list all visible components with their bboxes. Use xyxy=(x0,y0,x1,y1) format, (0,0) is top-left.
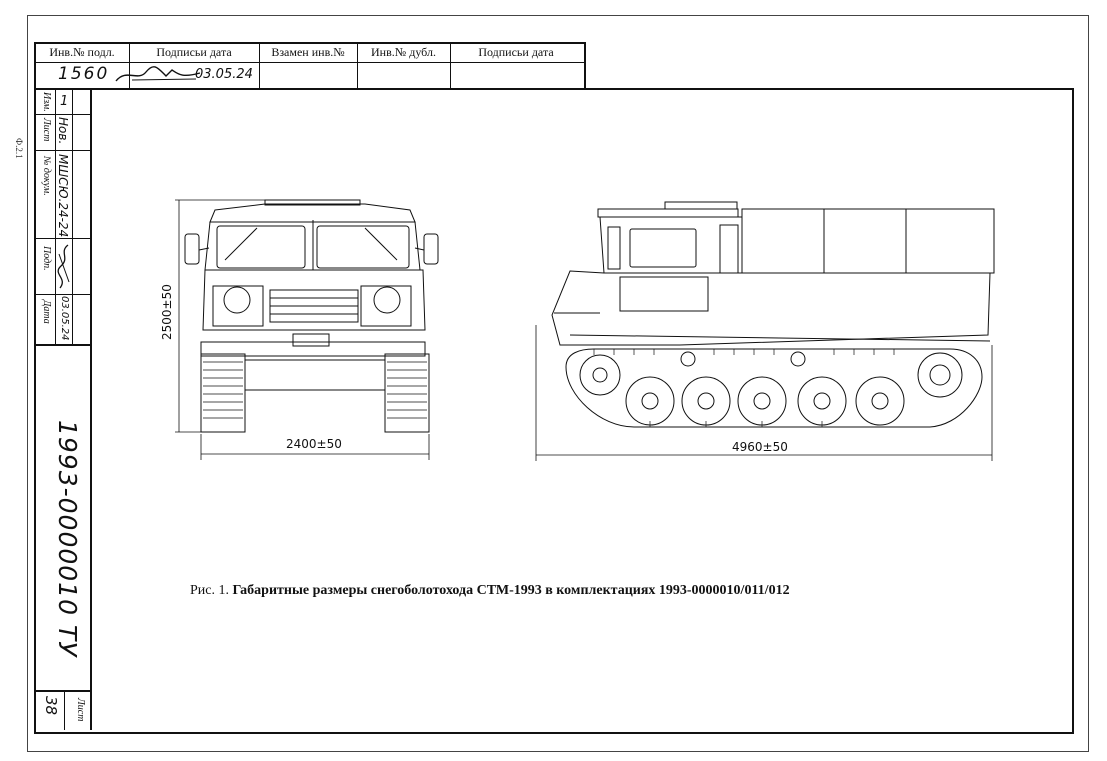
top-stamp-table xyxy=(34,42,586,90)
sheet-number: 38 xyxy=(42,696,60,716)
length-dimension-label: 4960±50 xyxy=(732,440,788,454)
stamp-data-value: 03.05.24 xyxy=(59,296,70,341)
header-podpis-data-1: Подписьи дата xyxy=(156,45,232,59)
figure-caption: Рис. 1. Габаритные размеры снегоболотохо… xyxy=(190,583,950,599)
document-designation: 1993-0000010 ТУ xyxy=(53,420,82,658)
sheet-label: Лист xyxy=(75,698,86,722)
header-podpis-data-2: Подписьи дата xyxy=(478,45,554,59)
signature-top xyxy=(115,66,201,82)
stamp-doc-value: МШСЮ.24-24 xyxy=(56,154,70,238)
stamp-izm-label: Изм. xyxy=(41,92,52,112)
side-view-drawing xyxy=(535,201,995,461)
height-dimension-label: 2500±50 xyxy=(160,284,174,340)
sheet-outer-frame xyxy=(27,15,1089,752)
stamp-data-label: Дата xyxy=(41,300,52,324)
header-inv-podl: Инв.№ подл. xyxy=(49,45,115,59)
figure-caption-text: Габаритные размеры снегоболотохода СТМ-1… xyxy=(232,583,790,598)
stamp-doc-label: № докум. xyxy=(41,156,52,196)
figure-caption-prefix: Рис. 1. xyxy=(190,583,233,598)
sign-date-value: 03.05.24 xyxy=(195,67,253,82)
width-dimension-label: 2400±50 xyxy=(286,437,342,451)
stamp-list-value: Нов. xyxy=(56,117,70,145)
stamp-podp-label: Подп. xyxy=(41,246,52,271)
stamp-list-label: Лист xyxy=(41,118,52,142)
front-view-drawing xyxy=(175,199,439,460)
inv-number-value: 1560 xyxy=(58,64,110,84)
drawing-frame xyxy=(34,88,1074,734)
header-inv-dubl: Инв.№ дубл. xyxy=(371,45,436,59)
header-vzamen-inv: Взамен инв.№ xyxy=(271,45,345,59)
stamp-izm-value: 1 xyxy=(60,94,69,109)
stamp-signature xyxy=(57,244,70,289)
margin-form-mark: Ф.2.1 xyxy=(14,138,24,159)
